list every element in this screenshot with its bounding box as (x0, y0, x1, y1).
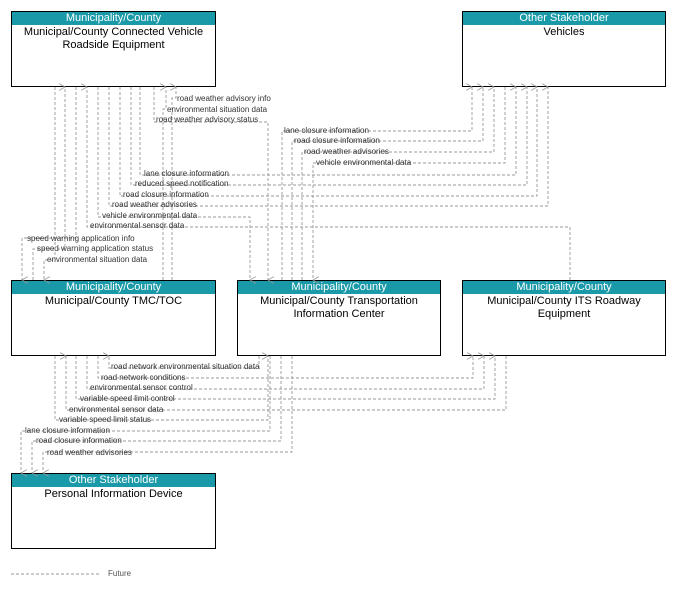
flow-line (301, 87, 494, 280)
flow-label: vehicle environmental data (102, 211, 198, 220)
flow-label: road weather advisories (304, 147, 389, 156)
flow-line (66, 356, 507, 411)
flow-label: reduced speed notification (135, 179, 228, 188)
flow-line (32, 356, 282, 473)
flow-line (139, 87, 516, 176)
node-rse-name: Municipal/County Connected Vehicle Roads… (23, 26, 204, 51)
node-tic[interactable]: Municipality/County Municipal/County Tra… (237, 280, 441, 356)
flow-line (54, 356, 268, 421)
node-tmc-name: Municipal/County TMC/TOC (44, 295, 183, 307)
flow-line (97, 87, 250, 280)
node-rse-category: Municipality/County (12, 12, 215, 25)
flow-label: environmental sensor data (69, 405, 164, 414)
flow-line (21, 356, 271, 473)
flow-line (130, 87, 527, 186)
flow-line (153, 87, 268, 280)
node-rse[interactable]: Municipality/County Municipal/County Con… (11, 11, 216, 87)
flow-line (172, 87, 176, 280)
flow-label: road closure information (123, 190, 209, 199)
node-tmc-category: Municipality/County (12, 281, 215, 294)
legend-future-label: Future (108, 569, 132, 578)
node-vehicles[interactable]: Other Stakeholder Vehicles (462, 11, 666, 87)
flow-label: vehicle environmental data (316, 158, 412, 167)
flow-label: variable speed limit status (59, 415, 151, 424)
flow-label: road weather advisories (112, 200, 197, 209)
flow-line (43, 356, 293, 473)
flow-line (75, 356, 495, 400)
flow-line (119, 87, 537, 197)
node-vehicles-name: Vehicles (543, 26, 585, 38)
node-pid[interactable]: Other Stakeholder Personal Information D… (11, 473, 216, 549)
flow-label: speed warning application info (27, 234, 135, 243)
flow-line (22, 87, 77, 280)
flow-line (97, 356, 473, 379)
flow-label: road weather advisory status (156, 115, 258, 124)
node-tic-name: Municipal/County Transportation Informat… (260, 295, 418, 320)
node-tmc[interactable]: Municipality/County Municipal/County TMC… (11, 280, 216, 356)
flow-label: environmental sensor control (90, 383, 193, 392)
flow-label: environmental situation data (47, 255, 148, 264)
node-its[interactable]: Municipality/County Municipal/County ITS… (462, 280, 666, 356)
node-pid-category: Other Stakeholder (12, 474, 215, 487)
flow-label: environmental sensor data (90, 221, 185, 230)
flow-label: road closure information (294, 136, 380, 145)
flow-line (109, 356, 260, 369)
flow-label: road network environmental situation dat… (111, 362, 260, 371)
flow-label: lane closure information (284, 126, 369, 135)
flow-label: road weather advisories (47, 448, 132, 457)
flow-line (44, 87, 56, 280)
node-its-name: Municipal/County ITS Roadway Equipment (487, 295, 641, 320)
node-pid-name: Personal Information Device (44, 488, 183, 500)
flow-label: lane closure information (25, 426, 110, 435)
flow-label: environmental situation data (167, 105, 268, 114)
flow-line (313, 87, 506, 280)
flow-label: variable speed limit control (80, 394, 175, 403)
flow-label: road network conditions (101, 373, 186, 382)
flow-line (32, 87, 65, 280)
flow-line (163, 87, 166, 280)
node-tic-category: Municipality/County (238, 281, 440, 294)
flow-label: road weather advisory info (177, 94, 271, 103)
flow-line (291, 87, 483, 280)
flow-label: lane closure information (144, 169, 229, 178)
flow-line (281, 87, 472, 280)
flow-line (87, 87, 571, 280)
flow-line (108, 87, 548, 207)
flow-line (86, 356, 484, 390)
node-its-category: Municipality/County (463, 281, 665, 294)
node-vehicles-category: Other Stakeholder (463, 12, 665, 25)
flow-label: speed warning application status (37, 244, 153, 253)
flow-label: road closure information (36, 436, 122, 445)
